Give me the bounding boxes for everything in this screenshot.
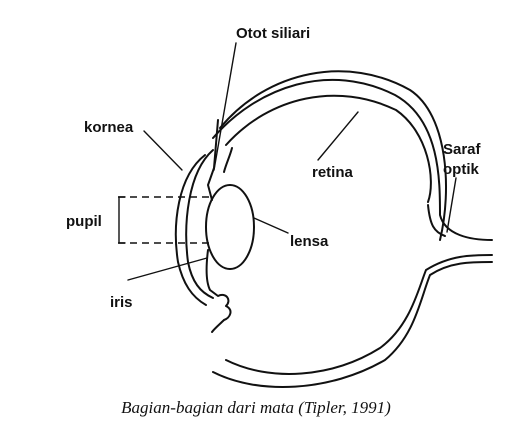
label-saraf: Saraf bbox=[443, 141, 482, 158]
leader-lensa bbox=[253, 217, 289, 234]
leader-otot-siliari bbox=[213, 42, 237, 171]
lens bbox=[205, 184, 255, 270]
ciliary-body bbox=[205, 119, 233, 333]
leader-lines bbox=[127, 42, 457, 281]
leader-saraf-optik bbox=[446, 177, 457, 233]
retina-layer bbox=[225, 204, 493, 375]
cornea bbox=[174, 149, 214, 306]
label-kornea: kornea bbox=[84, 119, 134, 136]
label-otot-siliari: Otot siliari bbox=[236, 25, 310, 42]
label-lensa: lensa bbox=[290, 233, 329, 250]
leader-kornea bbox=[143, 130, 183, 171]
label-retina: retina bbox=[312, 164, 354, 181]
figure-caption: Bagian-bagian dari mata (Tipler, 1991) bbox=[121, 398, 391, 417]
choroid-layer bbox=[219, 70, 447, 241]
leader-retina bbox=[317, 111, 359, 161]
label-pupil: pupil bbox=[66, 213, 102, 230]
label-optik: optik bbox=[443, 161, 479, 178]
leader-iris bbox=[127, 257, 208, 281]
label-iris: iris bbox=[110, 294, 133, 311]
pupil-guides bbox=[118, 196, 210, 244]
sclera bbox=[212, 78, 493, 389]
